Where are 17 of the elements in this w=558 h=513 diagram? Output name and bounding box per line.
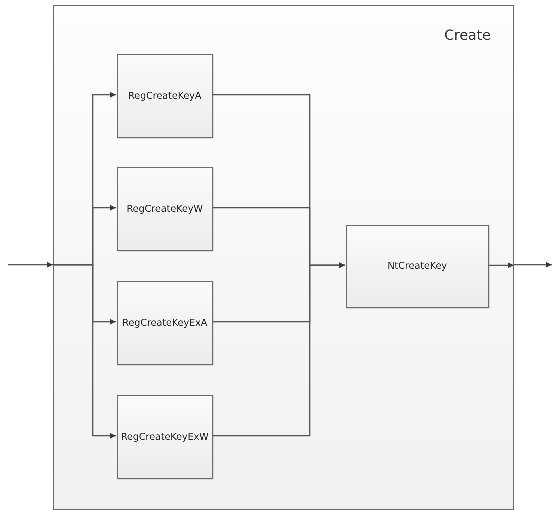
function-box [117,54,213,138]
function-name: RegCreateKeyA [128,90,202,102]
connector-arrow [488,262,514,268]
function-name: NtCreateKey [388,261,448,272]
function-name: RegCreateKeyExA [122,318,208,328]
connector-arrow [8,262,53,268]
group-frame [53,5,514,510]
connector-arrow [514,262,552,268]
connector-arrow [212,262,345,437]
group-title: Create [444,28,491,44]
function-box [346,225,489,308]
function-box [117,281,213,365]
connector-arrow [53,264,116,439]
function-box [117,395,213,479]
function-name: RegCreateKeyExW [121,432,209,442]
function-box [117,167,213,251]
function-name: RegCreateKeyW [126,204,204,214]
